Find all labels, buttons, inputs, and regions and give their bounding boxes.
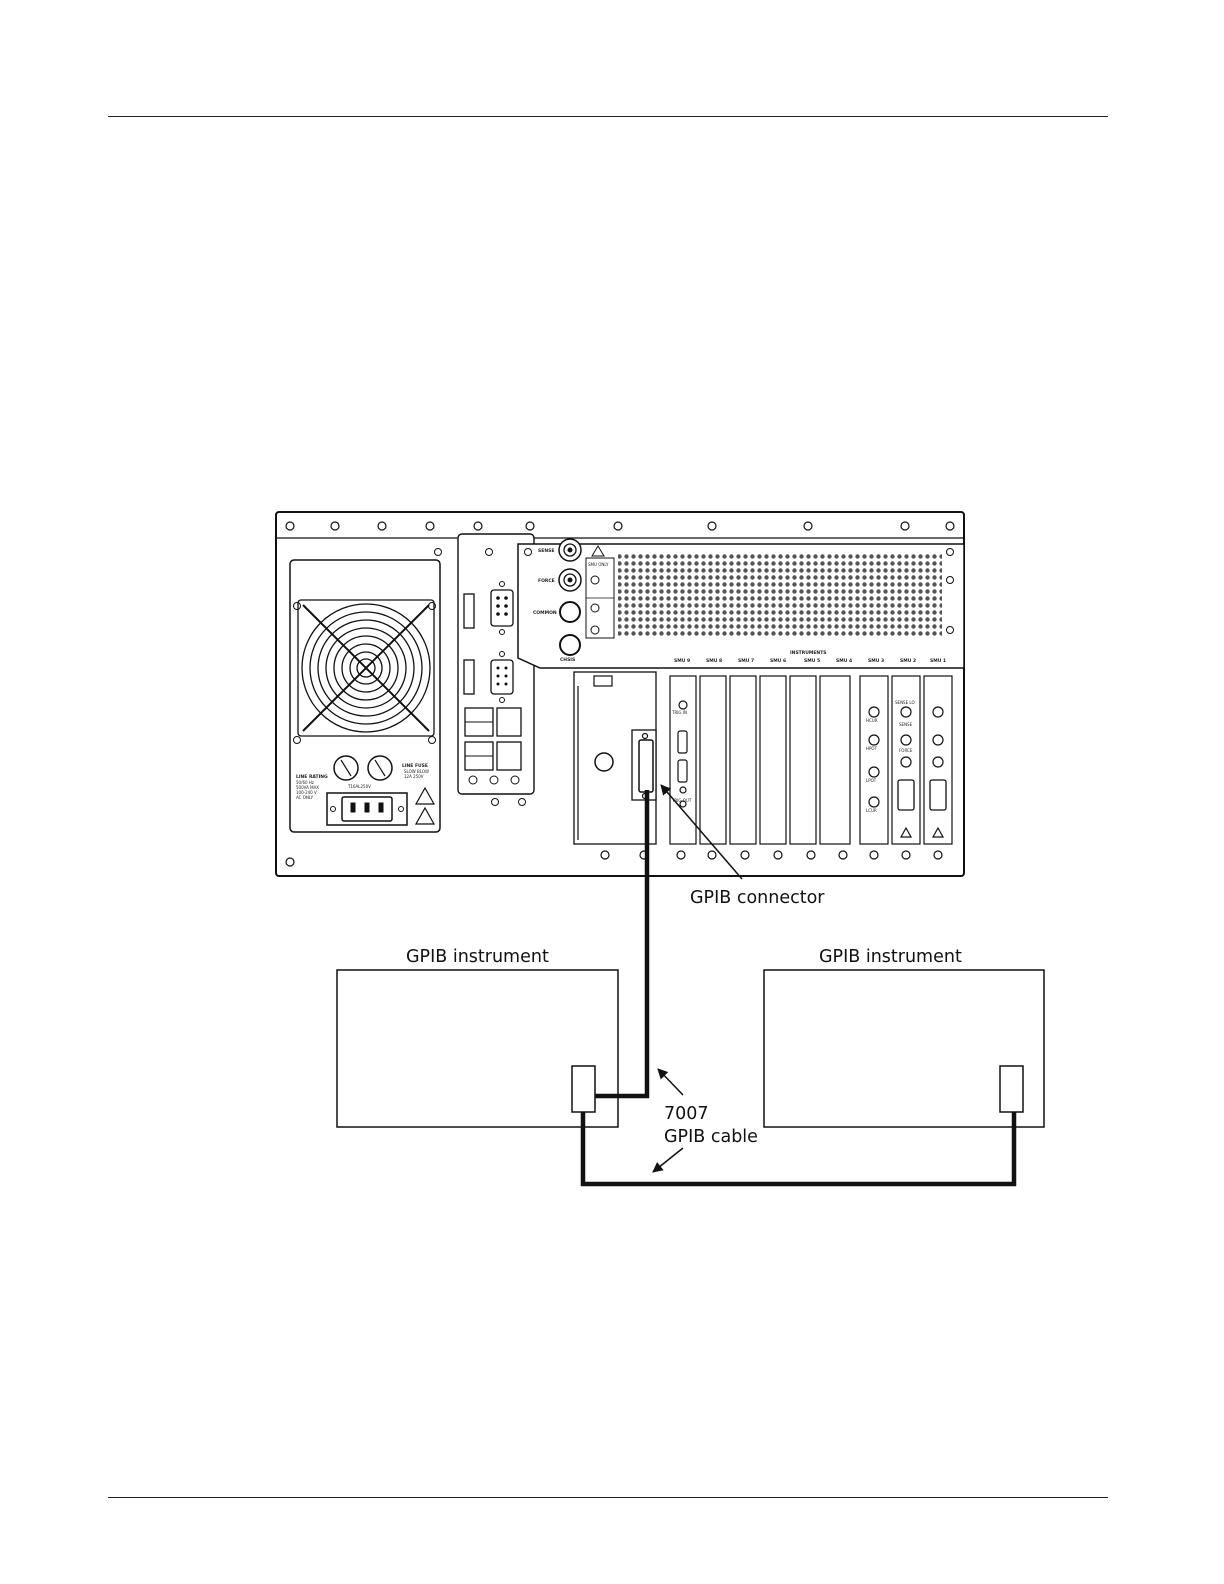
gpib-port — [571, 1065, 596, 1113]
footer-rule — [108, 1497, 1108, 1498]
ventilation-grille — [618, 552, 942, 636]
line-rating-line: 500VA MAX — [296, 785, 319, 790]
callout-arrows — [652, 784, 743, 1173]
common-connector — [559, 601, 581, 623]
power-supply-module — [289, 548, 442, 833]
slot-header: SMU 7 — [738, 658, 754, 664]
top-screws — [285, 521, 955, 531]
slot-header: SMU 2 — [900, 658, 916, 664]
line-fuse-line: 12A 250V — [404, 774, 424, 779]
common-label: COMMON — [533, 610, 557, 616]
instrument-slots — [573, 671, 953, 845]
force-connector — [558, 568, 582, 592]
chassis-rear-panel — [275, 511, 965, 877]
card-trig-out-label: TRIG OUT — [671, 798, 692, 803]
slot-header: SMU 8 — [706, 658, 722, 664]
shock-hazard-icon — [414, 806, 436, 825]
force-label: FORCE — [538, 578, 555, 584]
instruments-label: INSTRUMENTS — [790, 650, 827, 656]
slot-header: SMU 9 — [674, 658, 690, 664]
line-rating-title: LINE RATING — [296, 774, 328, 780]
card-lcur-label: LCUR — [866, 808, 877, 813]
line-fuse-block: LINE FUSE SLOW BLOW 12A 250V — [402, 763, 429, 779]
card-force-label: FORCE — [899, 748, 913, 753]
chassis-label: CHSIS — [560, 657, 575, 663]
slot-headers: SMU 9 SMU 8 SMU 7 SMU 6 SMU 5 SMU 4 SMU … — [674, 658, 946, 664]
card-hcur-label: HCUR — [866, 718, 878, 723]
bottom-screws — [285, 850, 943, 867]
card-trig-in-label: TRIG IN — [671, 710, 687, 715]
fuse-rating-label: T16AL250V — [347, 784, 371, 789]
line-fuse-title: LINE FUSE — [402, 763, 428, 769]
line-rating-line: AC ONLY — [296, 795, 314, 800]
header-rule — [108, 116, 1108, 117]
upper-connector-panel — [517, 538, 965, 669]
instrument-label: GPIB instrument — [406, 947, 549, 967]
ac-power-inlet — [326, 792, 408, 826]
warning-triangle-icon — [591, 545, 605, 557]
smu-only-label: SMU ONLY — [588, 562, 609, 567]
fan-grill — [297, 599, 435, 737]
line-rating-line: 100-240 V — [296, 790, 317, 795]
gpib-cable — [580, 790, 1017, 1187]
slot-header: SMU 6 — [770, 658, 786, 664]
card-sense-lo-label: SENSE LO — [895, 700, 915, 705]
gpib-instrument-right — [763, 969, 1045, 1128]
card-sense-label: SENSE — [899, 722, 913, 727]
sense-connector — [558, 538, 582, 562]
cable-name-callout: GPIB cable — [664, 1127, 758, 1147]
gpib-connector-callout: GPIB connector — [690, 888, 825, 908]
slot-header: SMU 5 — [804, 658, 820, 664]
card-lpot-label: LPOT — [866, 778, 877, 783]
slot-header: SMU 4 — [836, 658, 852, 664]
sense-label: SENSE — [538, 548, 554, 554]
line-rating-line: 50/60 Hz — [296, 780, 314, 785]
caution-icon — [414, 786, 436, 805]
cable-number-callout: 7007 — [664, 1104, 709, 1124]
gpib-port — [999, 1065, 1024, 1113]
line-rating-block: LINE RATING 50/60 Hz 500VA MAX 100-240 V… — [296, 774, 328, 800]
io-panel — [457, 533, 535, 806]
gpib-card — [631, 729, 657, 801]
chassis-ground-connector — [559, 634, 581, 656]
slot-header: SMU 3 — [868, 658, 884, 664]
instrument-label: GPIB instrument — [819, 947, 962, 967]
card-hpot-label: HPOT — [866, 746, 878, 751]
gpib-instrument-left — [336, 969, 619, 1128]
line-fuse-line: SLOW BLOW — [404, 769, 429, 774]
slot-header: SMU 1 — [930, 658, 946, 664]
